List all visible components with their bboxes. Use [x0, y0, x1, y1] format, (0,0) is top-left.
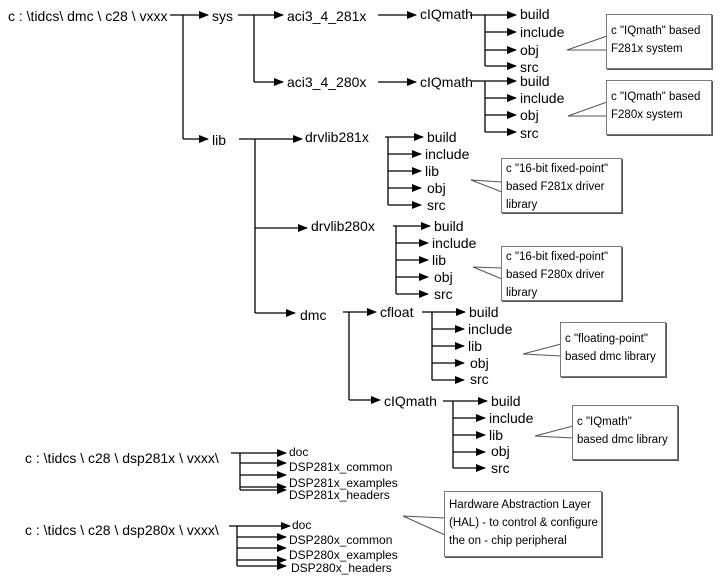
note-tail: [522, 343, 562, 357]
note-fixed-point-f280x-driver: c "16-bit fixed-point"based F280x driver…: [501, 246, 622, 301]
folder-ciqmath-280x[interactable]: cIQmath: [420, 74, 473, 90]
note-floating-point-dmc: c "floating-point"based dmc library: [560, 322, 666, 377]
note-fixed-point-f281x-driver: c "16-bit fixed-point"based F281x driver…: [501, 158, 622, 213]
leaf-dsp281x-examples[interactable]: DSP281x_examples: [289, 476, 398, 490]
note-tail: [567, 101, 608, 117]
leaf-obj[interactable]: obj: [491, 443, 510, 459]
leaf-src[interactable]: src: [470, 371, 489, 387]
leaf-src[interactable]: src: [491, 460, 510, 476]
root-path-dsp281x: c : \tidcs \ c28 \ dsp281x \ vxxx\: [25, 450, 219, 466]
leaf-obj[interactable]: obj: [470, 355, 489, 371]
leaf-include[interactable]: include: [468, 321, 513, 337]
leaf-lib[interactable]: lib: [468, 338, 483, 354]
note-tail: [402, 515, 446, 536]
folder-drvlib281x[interactable]: drvlib281x: [305, 129, 369, 145]
leaf-obj[interactable]: obj: [434, 269, 453, 285]
folder-sys[interactable]: sys: [212, 8, 233, 24]
leaf-include[interactable]: include: [520, 90, 565, 106]
leaf-src[interactable]: src: [520, 125, 539, 141]
folder-drvlib280x[interactable]: drvlib280x: [311, 218, 375, 234]
leaf-build[interactable]: build: [491, 393, 521, 409]
note-tail: [534, 425, 574, 439]
leaf-dsp280x-examples[interactable]: DSP280x_examples: [289, 548, 398, 562]
leaf-dsp280x-headers[interactable]: DSP280x_headers: [291, 561, 392, 575]
leaf-src[interactable]: src: [427, 197, 446, 213]
leaf-include[interactable]: include: [425, 146, 470, 162]
leaf-build[interactable]: build: [427, 129, 457, 145]
leaf-include[interactable]: include: [489, 410, 534, 426]
leaf-dsp280x-common[interactable]: DSP280x_common: [289, 533, 393, 547]
folder-cfloat[interactable]: cfloat: [380, 304, 414, 320]
folder-ciqmath-281x[interactable]: cIQmath: [420, 6, 473, 22]
leaf-src[interactable]: src: [520, 59, 539, 75]
leaf-build[interactable]: build: [520, 6, 550, 22]
leaf-src[interactable]: src: [434, 286, 453, 302]
note-iqmath-dmc: c "IQmath"based dmc library: [572, 405, 678, 460]
leaf-obj[interactable]: obj: [520, 107, 539, 123]
folder-lib[interactable]: lib: [212, 132, 227, 148]
leaf-doc[interactable]: doc: [289, 445, 309, 459]
folder-ciqmath-dmc[interactable]: cIQmath: [384, 393, 437, 409]
leaf-build[interactable]: build: [434, 218, 464, 234]
leaf-dsp281x-headers[interactable]: DSP281x_headers: [289, 488, 390, 502]
note-tail: [470, 179, 503, 193]
note-tail: [566, 35, 608, 51]
leaf-include[interactable]: include: [432, 235, 477, 251]
leaf-obj[interactable]: obj: [427, 180, 446, 196]
leaf-lib[interactable]: lib: [489, 427, 504, 443]
folder-dmc[interactable]: dmc: [300, 307, 327, 323]
leaf-build[interactable]: build: [469, 304, 499, 320]
leaf-build[interactable]: build: [520, 73, 550, 89]
leaf-obj[interactable]: obj: [520, 42, 539, 58]
note-tail: [472, 266, 503, 280]
root-path-dsp280x: c : \tidcs \ c28 \ dsp280x \ vxxx\: [25, 522, 219, 538]
note-hardware-abstraction-layer: Hardware Abstraction Layer(HAL) - to con…: [444, 491, 602, 557]
folder-aci3-4-281x[interactable]: aci3_4_281x: [287, 8, 367, 24]
root-path-dmc: c : \tidcs\ dmc \ c28 \ vxxx: [8, 8, 168, 24]
leaf-include[interactable]: include: [520, 24, 565, 40]
leaf-lib[interactable]: lib: [425, 163, 440, 179]
folder-aci3-4-280x[interactable]: aci3_4_280x: [287, 74, 367, 90]
leaf-lib[interactable]: lib: [432, 252, 447, 268]
leaf-doc[interactable]: doc: [292, 518, 312, 532]
leaf-dsp281x-common[interactable]: DSP281x_common: [289, 460, 393, 474]
